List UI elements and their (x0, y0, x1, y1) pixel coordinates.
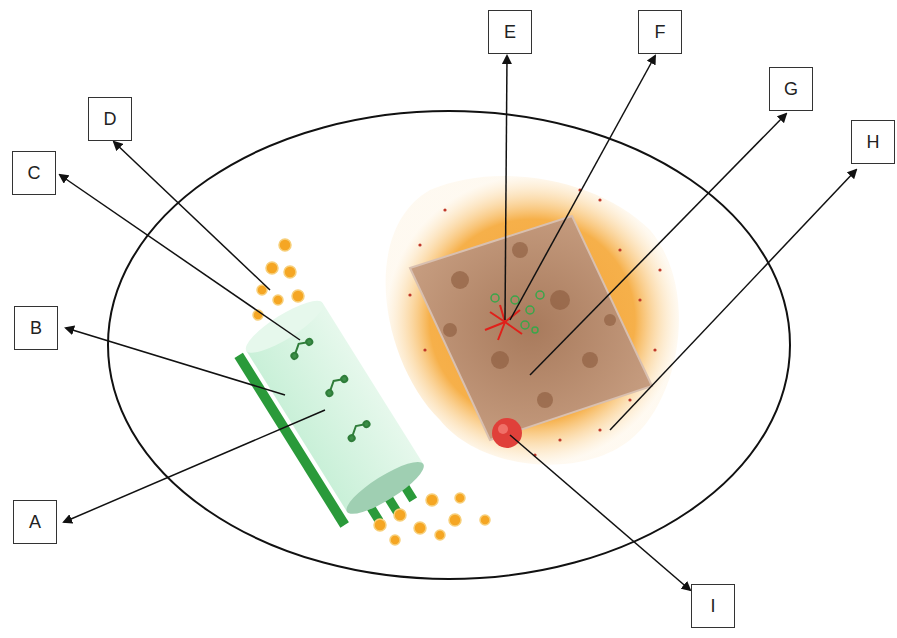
tomato-highlight (498, 424, 508, 434)
callout-letter: I (691, 584, 735, 628)
callout-letter: B (14, 306, 58, 350)
tomato (492, 418, 522, 448)
callout-letter: F (638, 10, 682, 54)
meat-texture (443, 242, 616, 408)
meat-slab (410, 216, 652, 440)
cucumber-roll (228, 293, 438, 542)
callout-letter: H (851, 120, 895, 164)
callout-letter: D (88, 97, 132, 141)
callout-letter: G (769, 67, 813, 111)
callout-letter: A (13, 500, 57, 544)
plate-rim (108, 111, 790, 579)
red-garnish (485, 305, 522, 340)
leader-lines (60, 56, 856, 590)
callout-letter: E (488, 10, 532, 54)
sauce-pool (386, 176, 679, 465)
corn-kernels (253, 239, 490, 545)
herb-garnish (491, 291, 544, 333)
callout-letter: C (12, 151, 56, 195)
